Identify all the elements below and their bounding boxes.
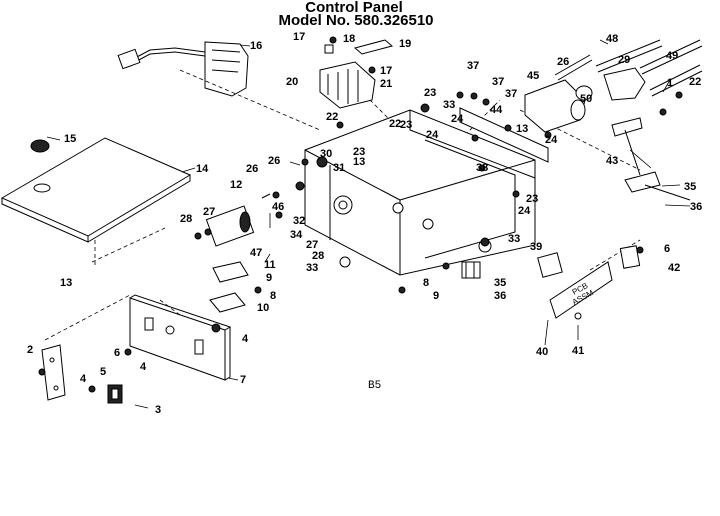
callout-label: 27 (306, 239, 318, 251)
callout-label: 23 (400, 119, 412, 131)
callout-label: 4 (140, 361, 147, 373)
callout-label: 19 (399, 38, 411, 50)
callout-label: 33 (443, 99, 455, 111)
part-2-plate (41, 344, 66, 401)
part-3-switch (107, 384, 123, 404)
callout-label: 44 (490, 104, 503, 116)
callout-label: 17 (380, 65, 392, 77)
callout-label: 22 (689, 76, 701, 88)
callout-label: 26 (246, 163, 258, 175)
callout-label: 3 (155, 404, 161, 416)
callout-label: 23 (353, 146, 365, 158)
callout-label: 16 (250, 40, 262, 52)
callout-label: 28 (312, 250, 324, 262)
callout-label: 30 (320, 148, 332, 160)
callout-label: 48 (606, 33, 618, 45)
callout-label: 35 (494, 277, 506, 289)
callout-label: 37 (492, 76, 504, 88)
callout-label: 31 (333, 162, 345, 174)
callout-label: 22 (389, 118, 401, 130)
callout-label: 6 (114, 347, 120, 359)
callout-label: 23 (526, 193, 538, 205)
callout-label: 8 (270, 290, 276, 302)
page-code: B5 (368, 380, 382, 392)
callout-label: 36 (690, 201, 702, 213)
callout-label: 24 (451, 113, 464, 125)
callout-label: 36 (494, 290, 506, 302)
callout-label: 43 (606, 155, 618, 167)
callout-label: 27 (203, 206, 215, 218)
part-7-bracket (129, 294, 232, 381)
callout-label: 20 (286, 76, 298, 88)
callout-label: 13 (353, 156, 365, 168)
callout-label: 35 (684, 181, 696, 193)
callout-label: 39 (530, 241, 542, 253)
callout-label: 46 (272, 201, 284, 213)
callout-label: 47 (250, 247, 262, 259)
callout-label: 13 (516, 123, 528, 135)
callout-label: 26 (268, 155, 280, 167)
diagram-title: Control Panel (305, 0, 403, 16)
part-20-terminal-block (319, 39, 394, 109)
part-45-relay (524, 39, 703, 133)
callout-label: 33 (306, 262, 318, 274)
part-12-capacitor (205, 193, 271, 247)
callout-label: 6 (664, 243, 670, 255)
diagram-model-number: Model No. 580.326510 (278, 12, 434, 29)
callout-label: 50 (580, 93, 592, 105)
callout-label: 5 (100, 366, 106, 378)
part-10-11-brackets (209, 261, 249, 313)
callout-label: 23 (424, 87, 436, 99)
callout-label: 24 (518, 205, 531, 217)
callout-label: 40 (536, 346, 548, 358)
callout-label: 24 (545, 134, 558, 146)
callout-label: 37 (467, 60, 479, 72)
callout-label: 28 (180, 213, 192, 225)
part-35-transformer (461, 261, 481, 279)
callout-label: 11 (264, 259, 276, 271)
callout-label: 8 (423, 277, 429, 289)
callout-label: 9 (266, 272, 272, 284)
leader-lines (46, 39, 691, 409)
callout-label: 2 (27, 344, 33, 356)
part-pcb-board (537, 245, 641, 320)
callout-label: 42 (668, 262, 680, 274)
callout-label: 1 (667, 77, 673, 89)
callout-label: 26 (557, 56, 569, 68)
callout-label: 18 (343, 33, 355, 45)
callout-label: 22 (326, 111, 338, 123)
callout-label: 4 (242, 333, 249, 345)
callout-label: 38 (476, 162, 488, 174)
callout-label: 32 (293, 215, 305, 227)
callout-label: 24 (426, 129, 439, 141)
callout-label: 7 (240, 374, 246, 386)
callout-label: 15 (64, 133, 76, 145)
callout-label: 12 (230, 179, 242, 191)
part-chassis-box (304, 107, 549, 276)
callout-label: 13 (60, 277, 72, 289)
callout-label: 14 (196, 163, 209, 175)
callout-label: 21 (380, 78, 392, 90)
callout-label: 33 (508, 233, 520, 245)
callout-label: 37 (505, 88, 517, 100)
callout-label: 29 (618, 54, 630, 66)
callout-label: 49 (666, 50, 678, 62)
callout-label: 10 (257, 302, 269, 314)
fasteners (38, 36, 683, 393)
callout-label: 45 (527, 70, 539, 82)
callout-label: 41 (572, 345, 584, 357)
callout-label: 17 (293, 31, 305, 43)
part-16-wire-harness (117, 41, 249, 97)
callout-label: 4 (80, 373, 87, 385)
callout-label: 9 (433, 290, 439, 302)
callout-label: 34 (290, 229, 303, 241)
part-43-mount (611, 117, 691, 201)
part-14-cover-plate (0, 137, 192, 243)
